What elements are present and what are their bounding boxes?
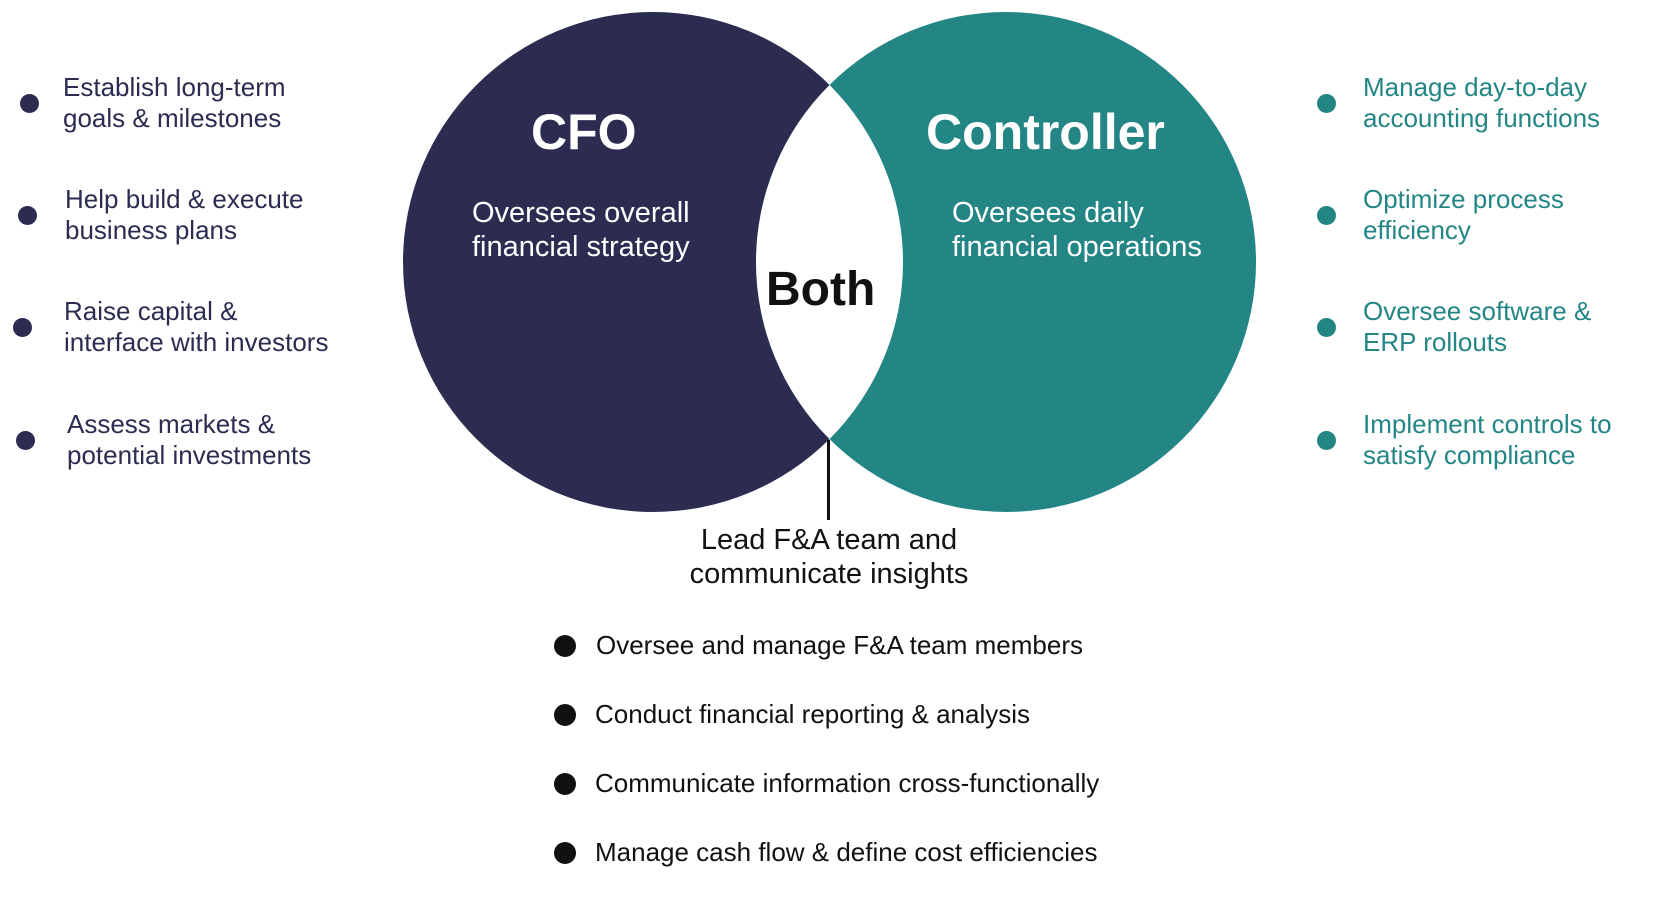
cfo-circle: [403, 12, 903, 512]
bullet-dot-icon: [1317, 205, 1336, 225]
controller-description: Oversees daily financial operations: [952, 196, 1202, 264]
cfo-duty-text: Establish long-term goals & milestones: [63, 72, 286, 133]
controller-duty-item: Oversee software & ERP rollouts: [1317, 296, 1591, 358]
controller-duty-text: Manage day-to-day accounting functions: [1363, 72, 1601, 133]
controller-circle: [756, 12, 1256, 512]
cfo-duty-item: Establish long-term goals & milestones: [20, 72, 286, 134]
cfo-description-line: Oversees overall: [472, 197, 690, 229]
bullet-dot-icon: [1317, 430, 1336, 450]
controller-description-line: Oversees daily: [952, 197, 1144, 229]
controller-duty-item: Manage day-to-day accounting functions: [1317, 72, 1600, 134]
cfo-description-line: financial strategy: [472, 231, 690, 263]
connector-line: [827, 440, 830, 520]
shared-duty-item: Oversee and manage F&A team members: [554, 630, 1083, 661]
bullet-dot-icon: [16, 430, 35, 450]
bullet-dot-icon: [554, 841, 576, 864]
shared-duty-item: Conduct financial reporting & analysis: [554, 699, 1030, 730]
bullet-dot-icon: [20, 93, 39, 113]
controller-duty-item: Optimize process efficiency: [1317, 184, 1564, 246]
cfo-duty-text: Help build & execute business plans: [65, 184, 304, 245]
bullet-dot-icon: [554, 634, 576, 657]
bullet-dot-icon: [1317, 317, 1336, 337]
cfo-duty-text: Raise capital & interface with investors: [64, 296, 329, 357]
bullet-dot-icon: [13, 317, 32, 337]
cfo-duty-item: Raise capital & interface with investors: [13, 296, 328, 358]
controller-duty-text: Oversee software & ERP rollouts: [1363, 296, 1592, 357]
bullet-dot-icon: [18, 205, 37, 225]
controller-duty-item: Implement controls to satisfy compliance: [1317, 409, 1612, 471]
cfo-duty-text: Assess markets & potential investments: [67, 409, 312, 470]
shared-duty-item: Manage cash flow & define cost efficienc…: [554, 837, 1097, 868]
shared-duty-item: Communicate information cross-functional…: [554, 768, 1099, 799]
cfo-duty-item: Help build & execute business plans: [18, 184, 303, 246]
shared-duty-text: Manage cash flow & define cost efficienc…: [595, 837, 1098, 867]
shared-duty-text: Communicate information cross-functional…: [595, 768, 1100, 798]
shared-duty-text: Oversee and manage F&A team members: [596, 630, 1084, 660]
shared-summary: Lead F&A team and communicate insights: [689, 524, 969, 590]
cfo-description: Oversees overall financial strategy: [472, 196, 690, 264]
both-label: Both: [766, 263, 876, 316]
bullet-dot-icon: [554, 703, 576, 726]
cfo-title: CFO: [531, 104, 637, 160]
shared-duty-text: Conduct financial reporting & analysis: [595, 699, 1031, 729]
bullet-dot-icon: [1317, 93, 1336, 113]
bullet-dot-icon: [554, 772, 576, 795]
controller-description-line: financial operations: [952, 231, 1202, 263]
controller-title: Controller: [926, 104, 1165, 160]
controller-duty-text: Implement controls to satisfy compliance: [1363, 409, 1612, 470]
cfo-duty-item: Assess markets & potential investments: [16, 409, 311, 471]
controller-duty-text: Optimize process efficiency: [1363, 184, 1564, 245]
